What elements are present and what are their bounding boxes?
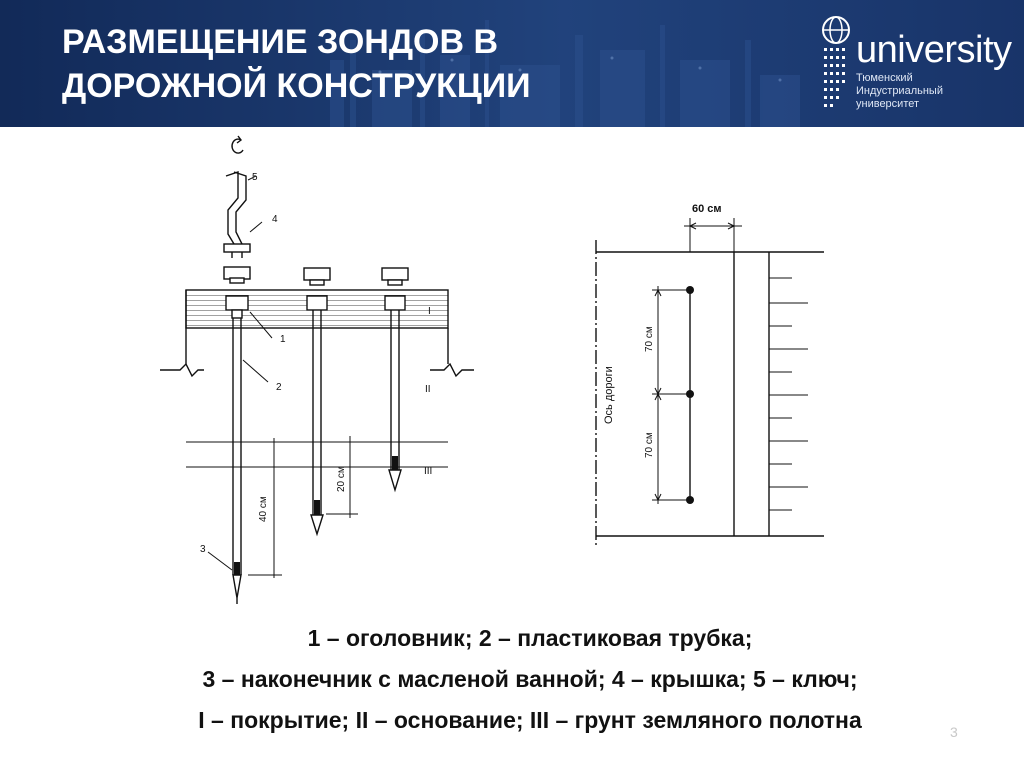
dimension-70cm-upper: 70 см: [644, 326, 655, 352]
legend-caption: 1 – оголовник; 2 – пластиковая трубка; 3…: [40, 618, 1020, 741]
dimension-70cm-lower: 70 см: [644, 432, 655, 458]
industrial-skyline-background: [330, 20, 800, 127]
logo-subtitle-line2: Индустриальный: [856, 85, 943, 97]
dimension-20cm: 20 см: [336, 466, 347, 492]
break-line-right: [430, 362, 474, 378]
globe-icon: [822, 16, 850, 44]
logo-subtitle-line3: университет: [856, 98, 920, 110]
probe-middle: [303, 267, 331, 537]
logo-subtitle: Тюменский Индустриальный университет: [856, 72, 943, 111]
label-2: 2: [276, 382, 282, 393]
label-1: 1: [280, 334, 286, 345]
dimension-60cm: 60 см: [692, 203, 722, 215]
legend-line2: 3 – наконечник с масленой ванной; 4 – кр…: [202, 666, 858, 692]
page-number: 3: [950, 724, 958, 740]
slide-title-line1: РАЗМЕЩЕНИЕ ЗОНДОВ В: [62, 23, 499, 61]
dotted-column-mark: [824, 48, 845, 107]
break-line-left: [160, 362, 204, 378]
legend-line1: 1 – оголовник; 2 – пластиковая трубка;: [307, 625, 753, 651]
key-and-cap: [223, 171, 251, 258]
slide-header: РАЗМЕЩЕНИЕ ЗОНДОВ В ДОРОЖНОЙ КОНСТРУКЦИИ…: [0, 0, 1024, 127]
layer-label-II: II: [425, 384, 431, 395]
logo-wordmark: university: [856, 29, 1012, 71]
layer-label-I: I: [428, 306, 431, 317]
label-4: 4: [272, 214, 278, 225]
dimension-40cm: 40 см: [258, 496, 269, 522]
probe-section-figure: [160, 135, 474, 604]
road-plan-figure: [595, 218, 824, 548]
slide-title-line2: ДОРОЖНОЙ КОНСТРУКЦИИ: [62, 67, 531, 105]
probe-shallow: [381, 267, 409, 493]
label-3: 3: [200, 544, 206, 555]
road-axis-label: Ось дороги: [603, 366, 615, 424]
rotation-arrow-icon: [231, 138, 244, 154]
logo-subtitle-line1: Тюменский: [856, 72, 913, 84]
probe-deep: [223, 266, 251, 604]
probe-placement-diagram: 5 4 1 2 3 I II III 40 см 20 см: [160, 135, 824, 604]
legend-line3: I – покрытие; II – основание; III – грун…: [198, 707, 862, 733]
university-logo: university Тюменский Индустриальный унив…: [818, 12, 1012, 117]
label-5: 5: [252, 172, 258, 183]
slide-title: РАЗМЕЩЕНИЕ ЗОНДОВ В ДОРОЖНОЙ КОНСТРУКЦИИ: [62, 20, 702, 108]
layer-label-III: III: [424, 466, 432, 477]
